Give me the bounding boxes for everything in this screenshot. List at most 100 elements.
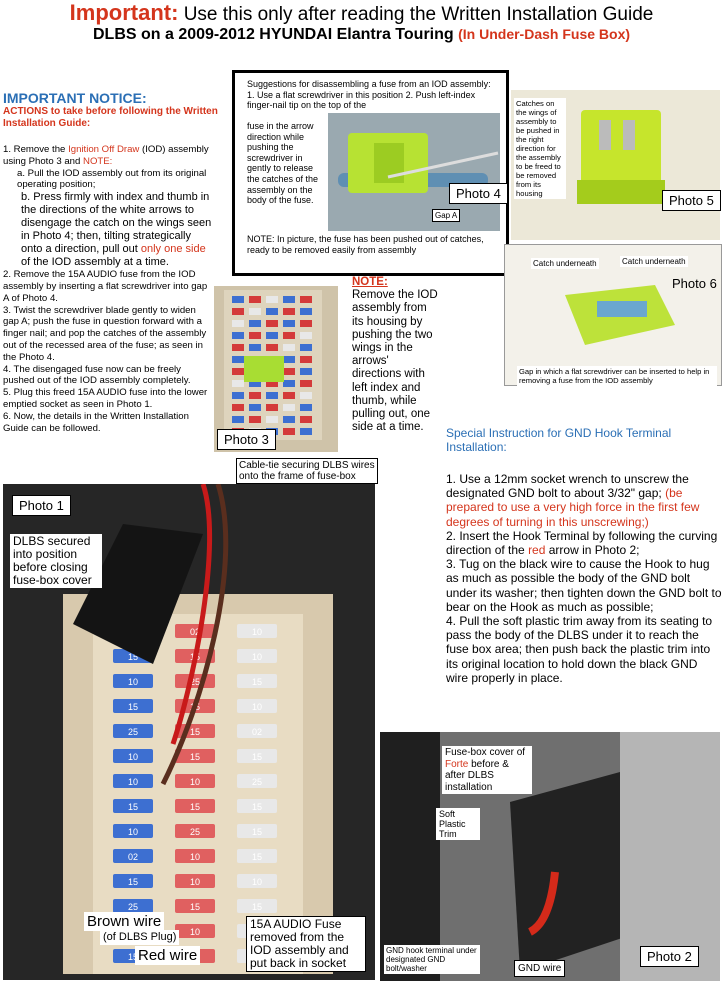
photo-3-fuse: [283, 308, 295, 315]
photo-3-fuse: [232, 392, 244, 399]
photo-1-fuse: [113, 699, 153, 713]
photo-3-fuse: [266, 332, 278, 339]
photo-5-label: Catches on the wings of assembly to be p…: [514, 98, 566, 199]
photo-3-fuse: [266, 308, 278, 315]
photo-1-fuse-rating: 10: [252, 627, 262, 637]
fuse-box-subtitle: (In Under-Dash Fuse Box): [458, 26, 631, 42]
photo-1-fuse: [113, 674, 153, 688]
notice-step-4: 4. The disengaged fuse now can be freely…: [3, 363, 191, 387]
photo-2-caption: Photo 2: [640, 946, 699, 967]
photo-6-caption: Photo 6: [672, 276, 717, 291]
photo-3-fuse: [283, 404, 295, 411]
photo-3-fuse: [283, 320, 295, 327]
photo-4-caption: Photo 4: [449, 183, 508, 204]
photo-1-fuse: [175, 824, 215, 838]
photo-3-fuse: [249, 308, 261, 315]
photo-3-fuse: [249, 344, 261, 351]
photo-3-fuse: [283, 332, 295, 339]
photo-1-fuse-rating: 25: [190, 677, 200, 687]
photo-1-fuse-rating: 15: [252, 852, 262, 862]
photo-1-fuse: [237, 799, 277, 813]
gnd-hook-label: GND hook terminal under designated GND b…: [384, 945, 480, 974]
photo-3-fuse: [300, 368, 312, 375]
photo-3-fuse: [249, 296, 261, 303]
photo-1-fuse-rating: 02: [252, 727, 262, 737]
photo-1-fuse: [175, 924, 215, 938]
photo-3-fuse: [300, 320, 312, 327]
photo-3-fuse: [283, 428, 295, 435]
photo-3-fuse: [300, 392, 312, 399]
photo-3-fuse: [300, 428, 312, 435]
photo-1-fuse-rating: 15: [128, 702, 138, 712]
photo-1-fuse: [175, 849, 215, 863]
photo-1-fuse: [175, 624, 215, 638]
photo-1-fuse: [113, 849, 153, 863]
photo-3-fuse: [232, 296, 244, 303]
photo-3-fuse: [266, 344, 278, 351]
photo-1-fuse: [175, 799, 215, 813]
photo-4-text-left: fuse in the arrow direction while pushin…: [247, 121, 319, 206]
photo-1-fuse-rating: 10: [128, 752, 138, 762]
photo-3-fuse: [283, 356, 295, 363]
photo-3-caption: Photo 3: [217, 429, 276, 450]
photo-3-fuse: [266, 296, 278, 303]
photo-1-fuse: [175, 874, 215, 888]
photo-1-fuse-rating: 10: [128, 777, 138, 787]
photo-3-fuse: [283, 392, 295, 399]
photo-3-fuse: [249, 404, 261, 411]
photo-2-illustration: [380, 732, 720, 981]
photo-3-fuse: [249, 392, 261, 399]
photo-3-fuse: [283, 368, 295, 375]
photo-1-fuse-rating: 25: [128, 727, 138, 737]
photo-3-fuse: [232, 380, 244, 387]
photo-3-fuse: [266, 392, 278, 399]
gap-a-label: Gap A: [432, 209, 461, 222]
photo-3-fuse: [232, 404, 244, 411]
photo-1-fuse-rating: 15: [190, 752, 200, 762]
photo-6-catch-2: Catch underneath: [620, 256, 688, 267]
photo-1-fuse: [237, 899, 277, 913]
notice-step-2: 2. Remove the 15A AUDIO fuse from the IO…: [3, 269, 208, 304]
photo-3-fuse: [266, 416, 278, 423]
photo-1-fuse: [237, 874, 277, 888]
note-body: Remove the IOD assembly from its housing…: [352, 289, 438, 434]
notice-step-1b: b. Press firmly with index and thumb in …: [21, 191, 212, 269]
cable-tie-label: Cable-tie securing DLBS wires onto the f…: [236, 458, 378, 484]
vehicle-title: DLBS on a 2009-2012 HYUNDAI Elantra Tour…: [92, 26, 454, 43]
photo-3-fuse: [232, 320, 244, 327]
photo-2-image: [380, 732, 720, 981]
photo-3-fuse: [266, 404, 278, 411]
photo-1-fuse-rating: 02: [128, 852, 138, 862]
notice-step-1a: a. Pull the IOD assembly out from its or…: [17, 167, 207, 191]
photo-3-fuse: [300, 416, 312, 423]
photo-1-fuse: [175, 749, 215, 763]
photo-3-fuse: [249, 416, 261, 423]
photo-6-gap-label: Gap in which a flat screwdriver can be i…: [517, 366, 717, 386]
photo-1-fuse: [237, 824, 277, 838]
notice-steps: 1. Remove the Ignition Off Draw (IOD) as…: [3, 144, 213, 434]
photo-3-fuse: [249, 320, 261, 327]
photo-1-fuse-rating: 15: [252, 827, 262, 837]
photo-3-fuse: [266, 320, 278, 327]
photo-4-text-bottom: NOTE: In picture, the fuse has been push…: [247, 234, 484, 255]
photo-1-fuse: [237, 624, 277, 638]
photo-3-fuse: [232, 308, 244, 315]
photo-1-fuse: [113, 799, 153, 813]
photo-1-fuse-rating: 10: [190, 852, 200, 862]
photo-1-fuse-rating: 10: [190, 877, 200, 887]
gnd-step-1: 1. Use a 12mm socket wrench to unscrew t…: [446, 472, 700, 529]
photo-3-fuse: [300, 404, 312, 411]
photo-3-fuse: [300, 344, 312, 351]
gnd-step-4: 4. Pull the soft plastic trim away from …: [446, 614, 713, 685]
photo-3-fuse: [300, 296, 312, 303]
fuse-box-cover-label: Fuse-box cover of Forte before & after D…: [442, 746, 532, 794]
notice-step-5: 5. Plug this freed 15A AUDIO fuse into t…: [3, 387, 208, 410]
brown-wire-label: Brown wire: [84, 912, 165, 931]
photo-3-fuse: [283, 416, 295, 423]
photo-1-fuse: [113, 899, 153, 913]
photo-1-fuse: [113, 824, 153, 838]
gnd-heading: Special Instruction for GND Hook Termina…: [446, 426, 672, 454]
gnd-step-3: 3. Tug on the black wire to cause the Ho…: [446, 557, 722, 614]
photo-3-fuse: [283, 344, 295, 351]
photo-3-fuse: [232, 416, 244, 423]
